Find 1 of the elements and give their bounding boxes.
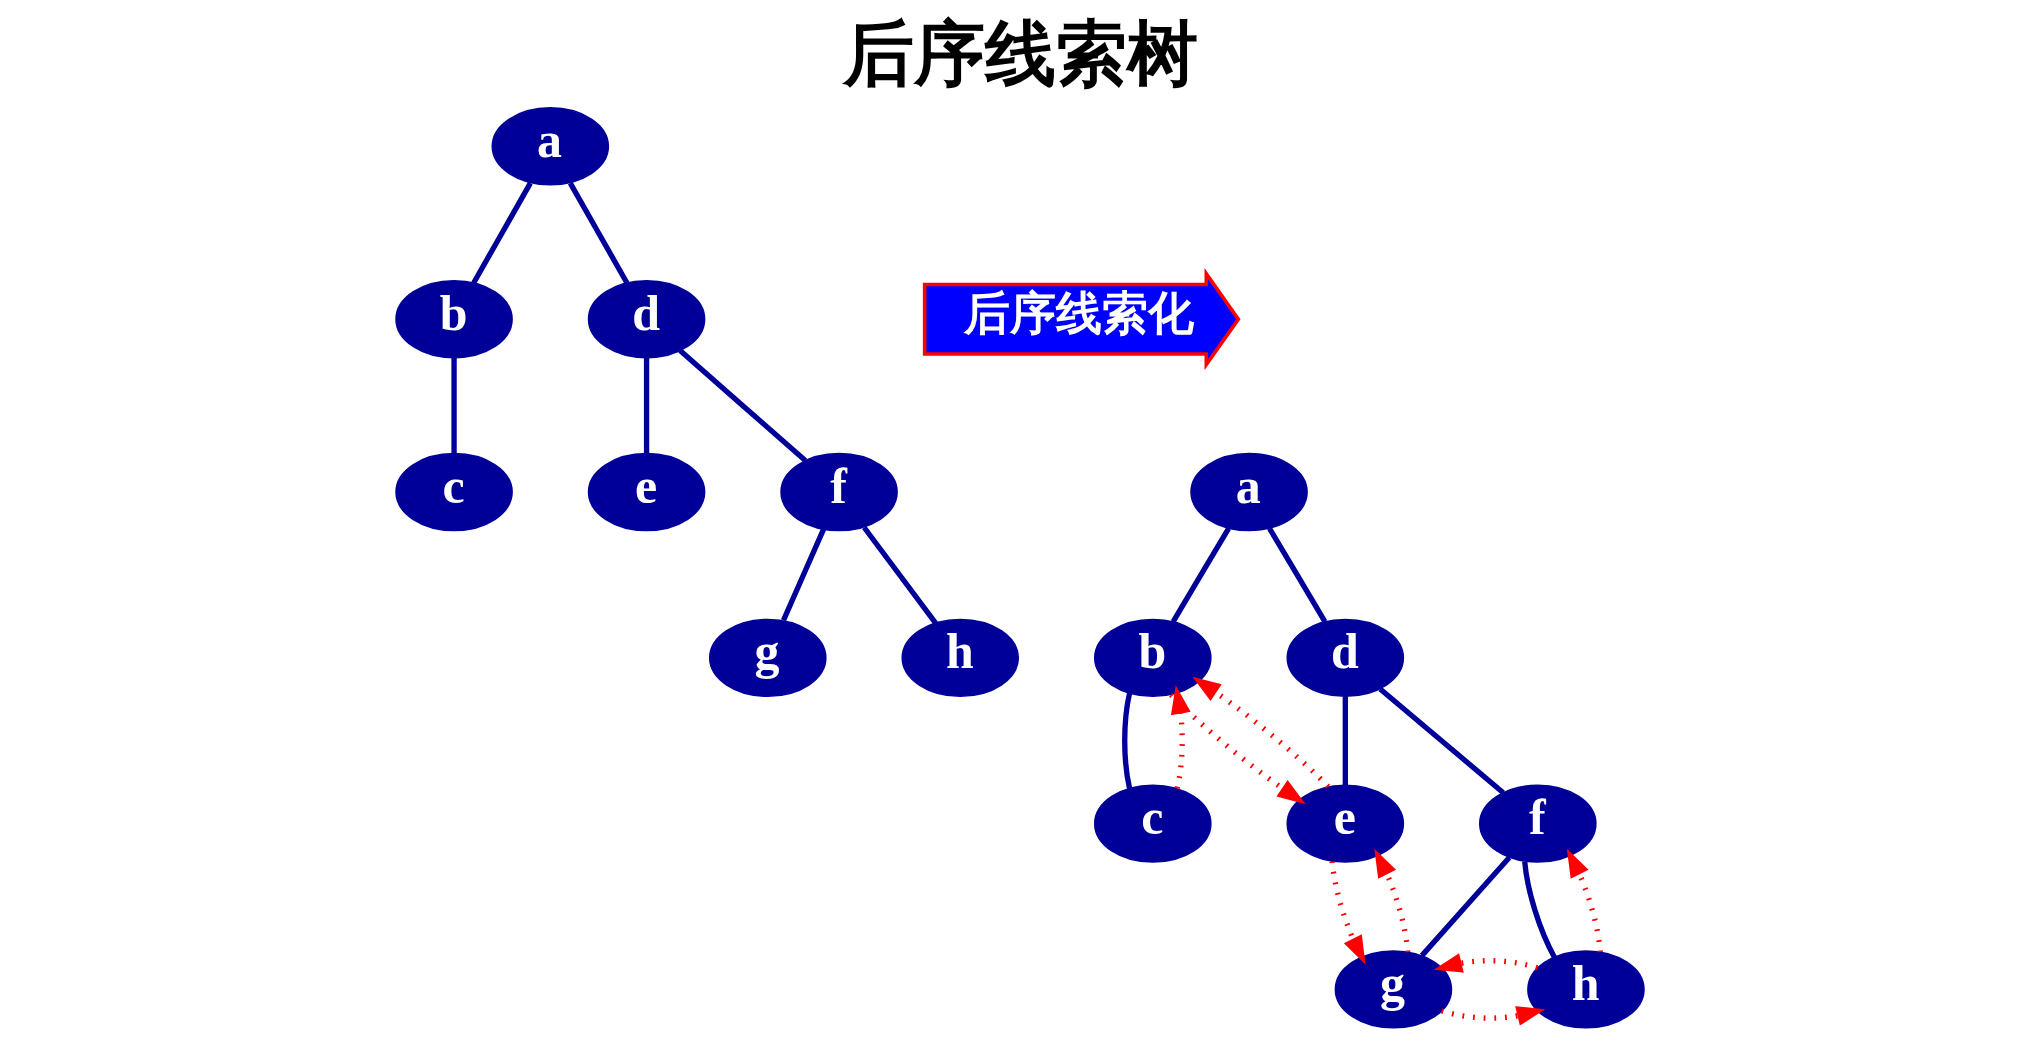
diagram-title: 后序线索树 bbox=[842, 11, 1198, 95]
